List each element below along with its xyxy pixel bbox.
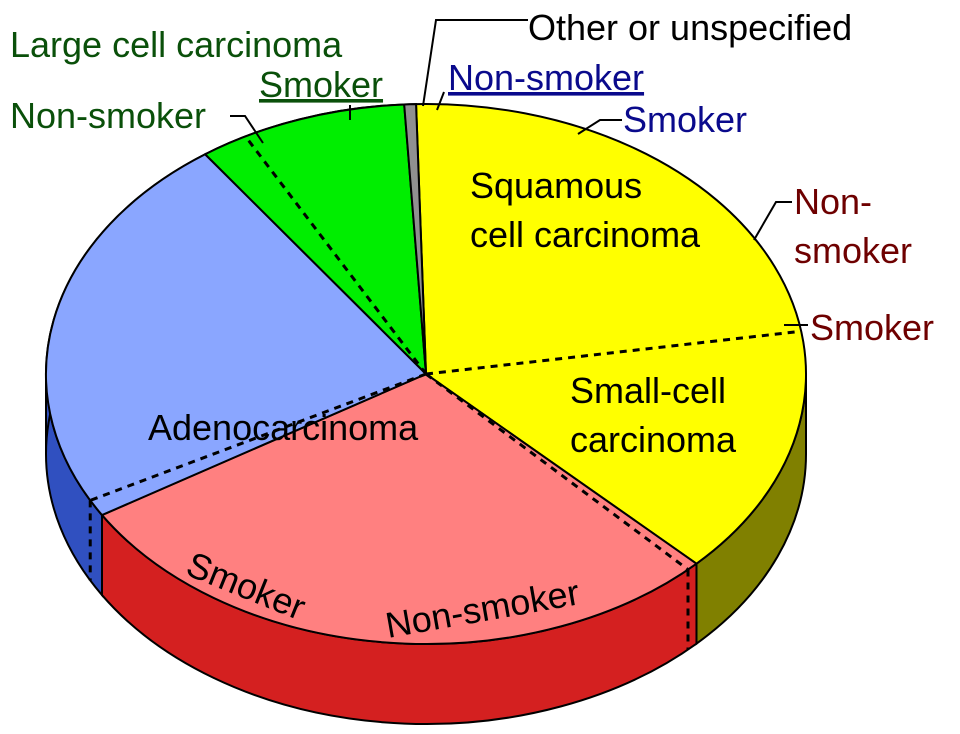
slice-other-or-unspecified — [403, 103, 427, 375]
label-large-smoker: Smoker — [259, 64, 383, 105]
label-small-nonsmoker-line1: Non- — [794, 181, 872, 222]
label-small-line2: carcinoma — [570, 419, 737, 460]
pie-top-slices — [45, 103, 807, 645]
label-small-line1: Small-cell — [570, 370, 726, 411]
slice-adenocarcinoma — [415, 103, 807, 565]
label-large-cell: Large cell carcinoma — [10, 24, 343, 65]
divider-small-cell-carcinoma — [425, 372, 689, 571]
label-squamous-line1: Squamous — [470, 165, 642, 206]
label-squamous-line2: cell carcinoma — [470, 214, 701, 255]
label-small-nonsmoker-line2: smoker — [794, 230, 912, 271]
label-large-nonsmoker: Non-smoker — [10, 95, 206, 136]
slice-squamous-cell-carcinoma — [45, 153, 427, 517]
label-other: Other or unspecified — [528, 7, 852, 48]
divider-large-cell-carcinoma — [244, 135, 428, 375]
leader-line-1 — [230, 115, 264, 144]
leader-line-3 — [436, 91, 445, 111]
divider-adenocarcinoma — [425, 329, 802, 376]
label-squamous-smoker: Smoker — [623, 99, 747, 140]
labels: Other or unspecified Large cell carcinom… — [10, 7, 934, 646]
slice-small-cell-carcinoma — [100, 373, 698, 645]
leader-lines — [230, 19, 808, 326]
label-adeno: Adenocarcinoma — [148, 407, 419, 448]
label-small-smoker: Smoker — [810, 307, 934, 348]
subgroup-dividers — [88, 135, 802, 650]
leader-line-0 — [422, 19, 528, 107]
leader-line-4 — [577, 119, 622, 135]
label-squamous-nonsmoker: Non-smoker — [448, 57, 644, 98]
slice-large-cell-carcinoma — [204, 103, 427, 375]
leader-line-5 — [753, 201, 792, 241]
